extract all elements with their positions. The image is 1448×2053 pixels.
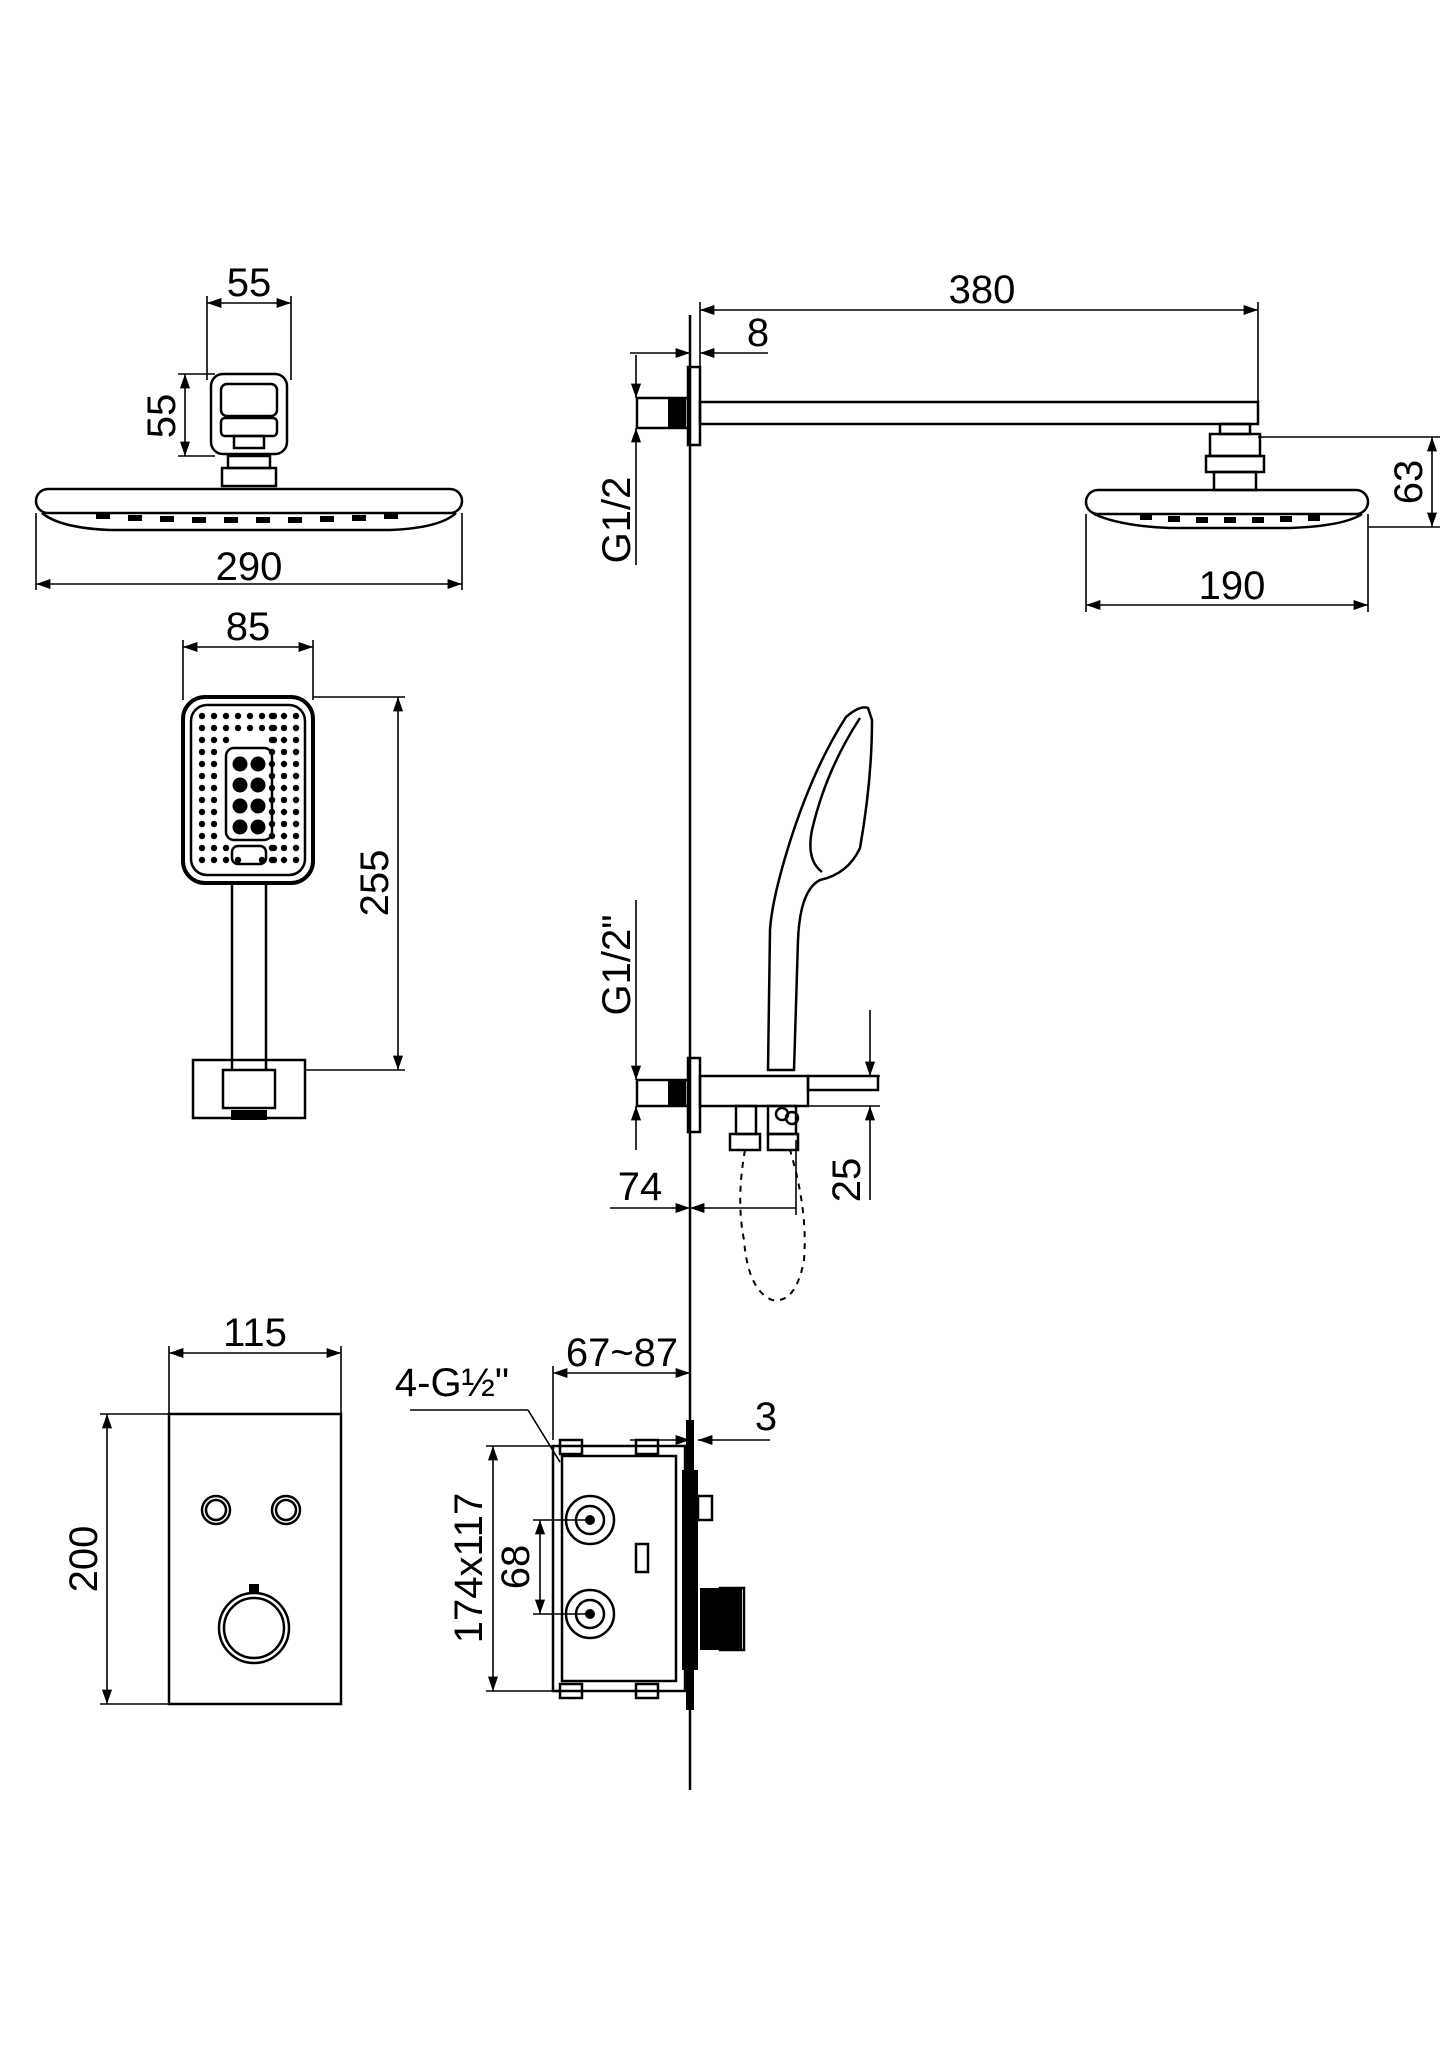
hand-shower-front-view: 85 bbox=[181, 605, 405, 1120]
function-button-2 bbox=[270, 1494, 302, 1526]
shower-arm-side-view: 380 8 G1/2 bbox=[595, 268, 1440, 612]
cover-plate bbox=[167, 1412, 343, 1706]
dim-head-width-top: 290 bbox=[216, 545, 283, 589]
shower-head-top-view: 55 55 290 bbox=[34, 261, 464, 590]
dim-box-depth: 67~87 bbox=[566, 1331, 678, 1375]
side-nozzle-row bbox=[1140, 514, 1320, 523]
dim-holder-depth: 74 bbox=[618, 1165, 663, 1209]
dim-connector-height: 55 bbox=[140, 394, 184, 439]
dim-port-spacing: 68 bbox=[494, 1545, 538, 1590]
dim-holder-height: 25 bbox=[825, 1158, 869, 1203]
dim-thread-arm: G1/2 bbox=[595, 477, 639, 564]
dim-thread-hand: G1/2" bbox=[595, 915, 639, 1016]
nozzle-row bbox=[96, 513, 398, 523]
function-button-1 bbox=[200, 1494, 232, 1526]
dim-connector-width: 55 bbox=[227, 261, 272, 305]
dim-plate-thickness: 3 bbox=[755, 1395, 777, 1439]
thermostat-knob bbox=[217, 1591, 291, 1665]
dim-hand-width: 85 bbox=[226, 605, 271, 649]
spray-dots bbox=[198, 712, 300, 864]
dim-hand-length: 255 bbox=[353, 850, 397, 917]
control-panel-front-view: 115 200 bbox=[62, 1311, 343, 1706]
hand-shower-side-view: G1/2" 74 25 bbox=[595, 706, 880, 1302]
dim-box-size: 174x117 bbox=[447, 1493, 491, 1644]
dim-head-width-side: 190 bbox=[1199, 564, 1266, 608]
dim-panel-height: 200 bbox=[62, 1526, 106, 1593]
dim-head-height-side: 63 bbox=[1387, 460, 1431, 505]
label-box-ports: 4-G½" bbox=[395, 1361, 509, 1405]
dim-arm-flange: 8 bbox=[747, 311, 769, 355]
dim-arm-length: 380 bbox=[949, 268, 1016, 312]
dim-panel-width: 115 bbox=[223, 1311, 287, 1355]
mixer-box-side-view: 4-G½" 67~87 3 174x bbox=[395, 1331, 777, 1710]
